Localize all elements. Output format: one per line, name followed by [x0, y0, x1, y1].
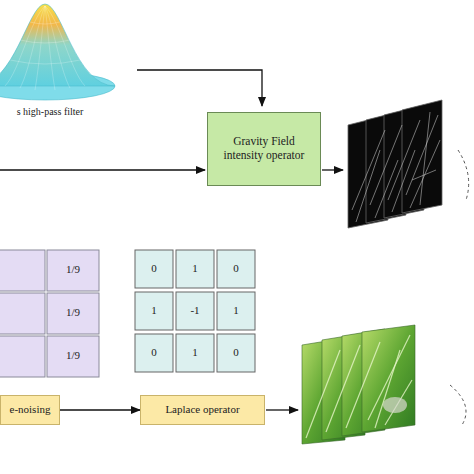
filter-caption: s high-pass filter	[0, 106, 100, 117]
gaussian-surface	[0, 4, 115, 100]
operator-box: Gravity Field intensity operator	[207, 112, 321, 186]
kernel-cell: 0	[135, 346, 173, 358]
step-box: Laplace operator	[140, 395, 265, 425]
dashed-curve	[458, 150, 469, 200]
flow-arrow	[60, 409, 140, 410]
box-text: e-noising	[10, 403, 51, 416]
kernel-cell: 1	[176, 262, 214, 274]
kernel-cell: 1	[217, 304, 255, 316]
flow-arrows	[0, 70, 343, 410]
box-text: Laplace operator	[165, 403, 239, 416]
box-text: Gravity Field intensity operator	[214, 135, 314, 163]
kernel-cell: 1/9	[47, 263, 99, 275]
plant-image-stack	[302, 325, 415, 444]
step-box: e-noising	[0, 395, 60, 425]
kernel-cell: 1/9	[47, 306, 99, 318]
laplace-kernel-grid	[135, 250, 255, 372]
dashed-curve	[450, 385, 466, 425]
kernel-cell: 0	[217, 346, 255, 358]
kernel-cell: 0	[217, 262, 255, 274]
mean-filter-grid	[0, 250, 99, 377]
kernel-cell: 0	[135, 262, 173, 274]
kernel-cell: 1/9	[47, 349, 99, 361]
feature-map-stack	[348, 100, 442, 228]
kernel-cell: -1	[176, 304, 214, 316]
kernel-cell: 1	[176, 346, 214, 358]
kernel-cell: 1	[135, 304, 173, 316]
